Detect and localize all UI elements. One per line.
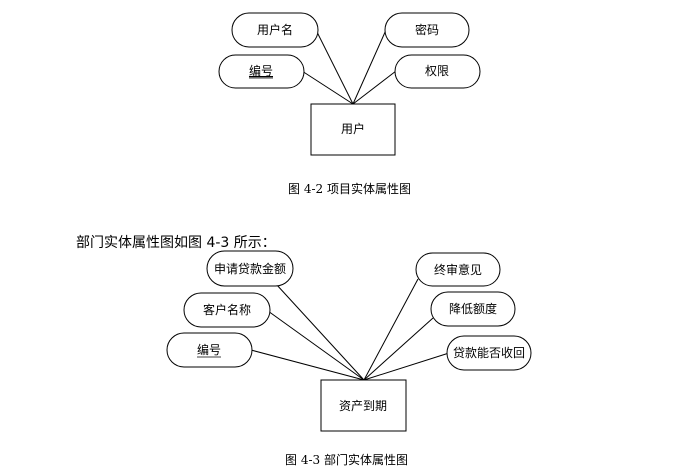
fig43-attr-customer-name: 客户名称 [183, 292, 271, 328]
fig43-edge-reduce-limit [363, 317, 434, 381]
fig43-edge-recoverable [363, 352, 450, 381]
fig43-attr-final-review: 终审意见 [415, 252, 501, 287]
attribute-oval [415, 252, 501, 287]
attribute-label: 权限 [425, 64, 449, 78]
fig43-entity: 资产到期 [320, 379, 407, 432]
fig42-edge-id [301, 70, 354, 105]
fig42-entity: 用户 [310, 103, 396, 156]
attribute-label: 降低额度 [449, 301, 497, 316]
fig42-edge-username [315, 29, 354, 105]
fig43-edge-loan-amount [275, 283, 365, 381]
attribute-oval [394, 54, 481, 89]
figure-4-3-caption: 图 4-3 部门实体属性图 [285, 453, 408, 467]
fig42-connectors [301, 29, 397, 105]
attribute-oval [231, 12, 319, 48]
attribute-oval [206, 250, 294, 287]
attribute-label-key: 编号 [197, 342, 221, 357]
fig43-edge-final-review [363, 278, 419, 381]
entity-label: 资产到期 [339, 399, 387, 413]
fig42-attr-permission: 权限 [394, 54, 481, 89]
fig42-attr-username: 用户名 [231, 12, 319, 48]
fig43-connectors [250, 278, 450, 381]
attribute-label-key: 编号 [249, 63, 273, 78]
figure-4-2-caption: 图 4-2 项目实体属性图 [288, 182, 411, 196]
attribute-label: 终审意见 [434, 262, 482, 277]
fig43-edge-customer-name [267, 310, 365, 381]
attribute-oval [430, 291, 516, 327]
fig43-attr-id: 编号 [166, 332, 253, 368]
fig42-edge-permission [352, 70, 397, 105]
attribute-oval [218, 54, 305, 89]
fig43-attr-loan-amount: 申请贷款金额 [206, 250, 294, 287]
attribute-oval [166, 332, 253, 368]
fig43-attr-reduce-limit: 降低额度 [430, 291, 516, 327]
entity-box [310, 103, 396, 156]
fig42-edge-password [352, 29, 387, 105]
entity-label: 用户 [341, 121, 365, 136]
fig43-attr-recoverable: 贷款能否收回 [446, 335, 532, 371]
attribute-label: 申请贷款金额 [214, 261, 286, 276]
intro-paragraph: 部门实体属性图如图 4-3 所示： [76, 235, 276, 251]
attribute-label: 客户名称 [203, 302, 251, 317]
attribute-label: 用户名 [257, 22, 293, 37]
attribute-label: 贷款能否收回 [453, 346, 525, 360]
attribute-label: 密码 [415, 22, 439, 37]
fig42-attr-id: 编号 [218, 54, 305, 89]
fig42-attr-password: 密码 [384, 12, 470, 48]
attribute-oval [384, 12, 470, 48]
attribute-oval [446, 335, 532, 371]
attribute-oval [183, 292, 271, 328]
fig43-edge-id [250, 349, 365, 381]
entity-box [320, 379, 407, 432]
